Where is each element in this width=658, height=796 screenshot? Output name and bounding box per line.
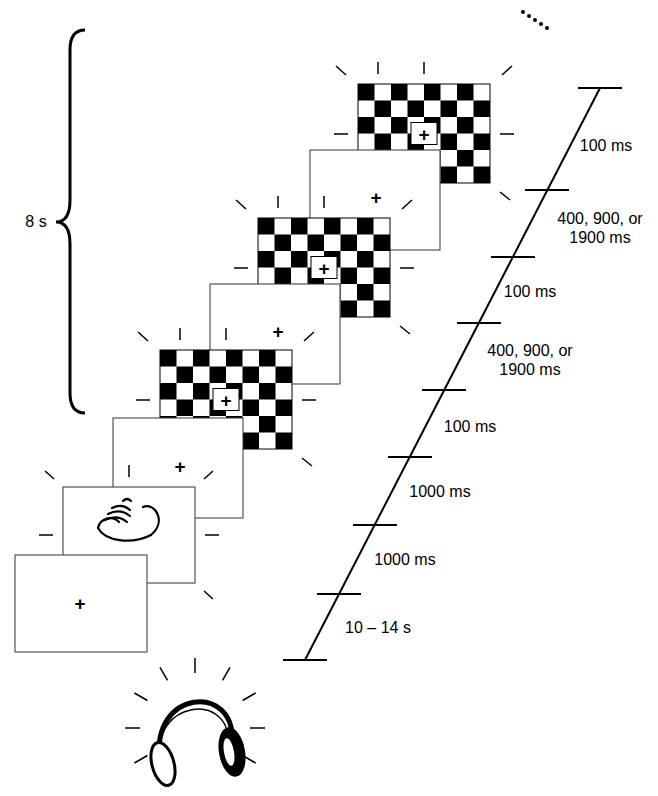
time-label: 100 ms [580, 136, 632, 155]
fixation-frame [15, 555, 147, 652]
duration-label: 8 s [25, 212, 46, 231]
curly-brace [56, 30, 85, 413]
time-label: 1000 ms [374, 550, 435, 569]
time-label: 100 ms [504, 282, 556, 301]
time-label: 10 – 14 s [345, 618, 411, 637]
continuation-dots [521, 10, 549, 30]
fixation-cross: + [318, 259, 329, 278]
fixation-cross: + [174, 457, 185, 476]
fixation-cross: + [220, 391, 231, 410]
headphones-icon [125, 658, 265, 788]
fixation-cross: + [272, 322, 283, 341]
fixation-cross: + [418, 125, 429, 144]
time-label: 400, 900, or 1900 ms [550, 209, 650, 247]
fixation-cross: + [370, 188, 381, 207]
hands-icon [98, 499, 159, 541]
time-label: 400, 900, or 1900 ms [480, 341, 580, 379]
time-label: 100 ms [444, 417, 496, 436]
fixation-cross: + [74, 594, 85, 613]
time-label: 1000 ms [409, 482, 470, 501]
